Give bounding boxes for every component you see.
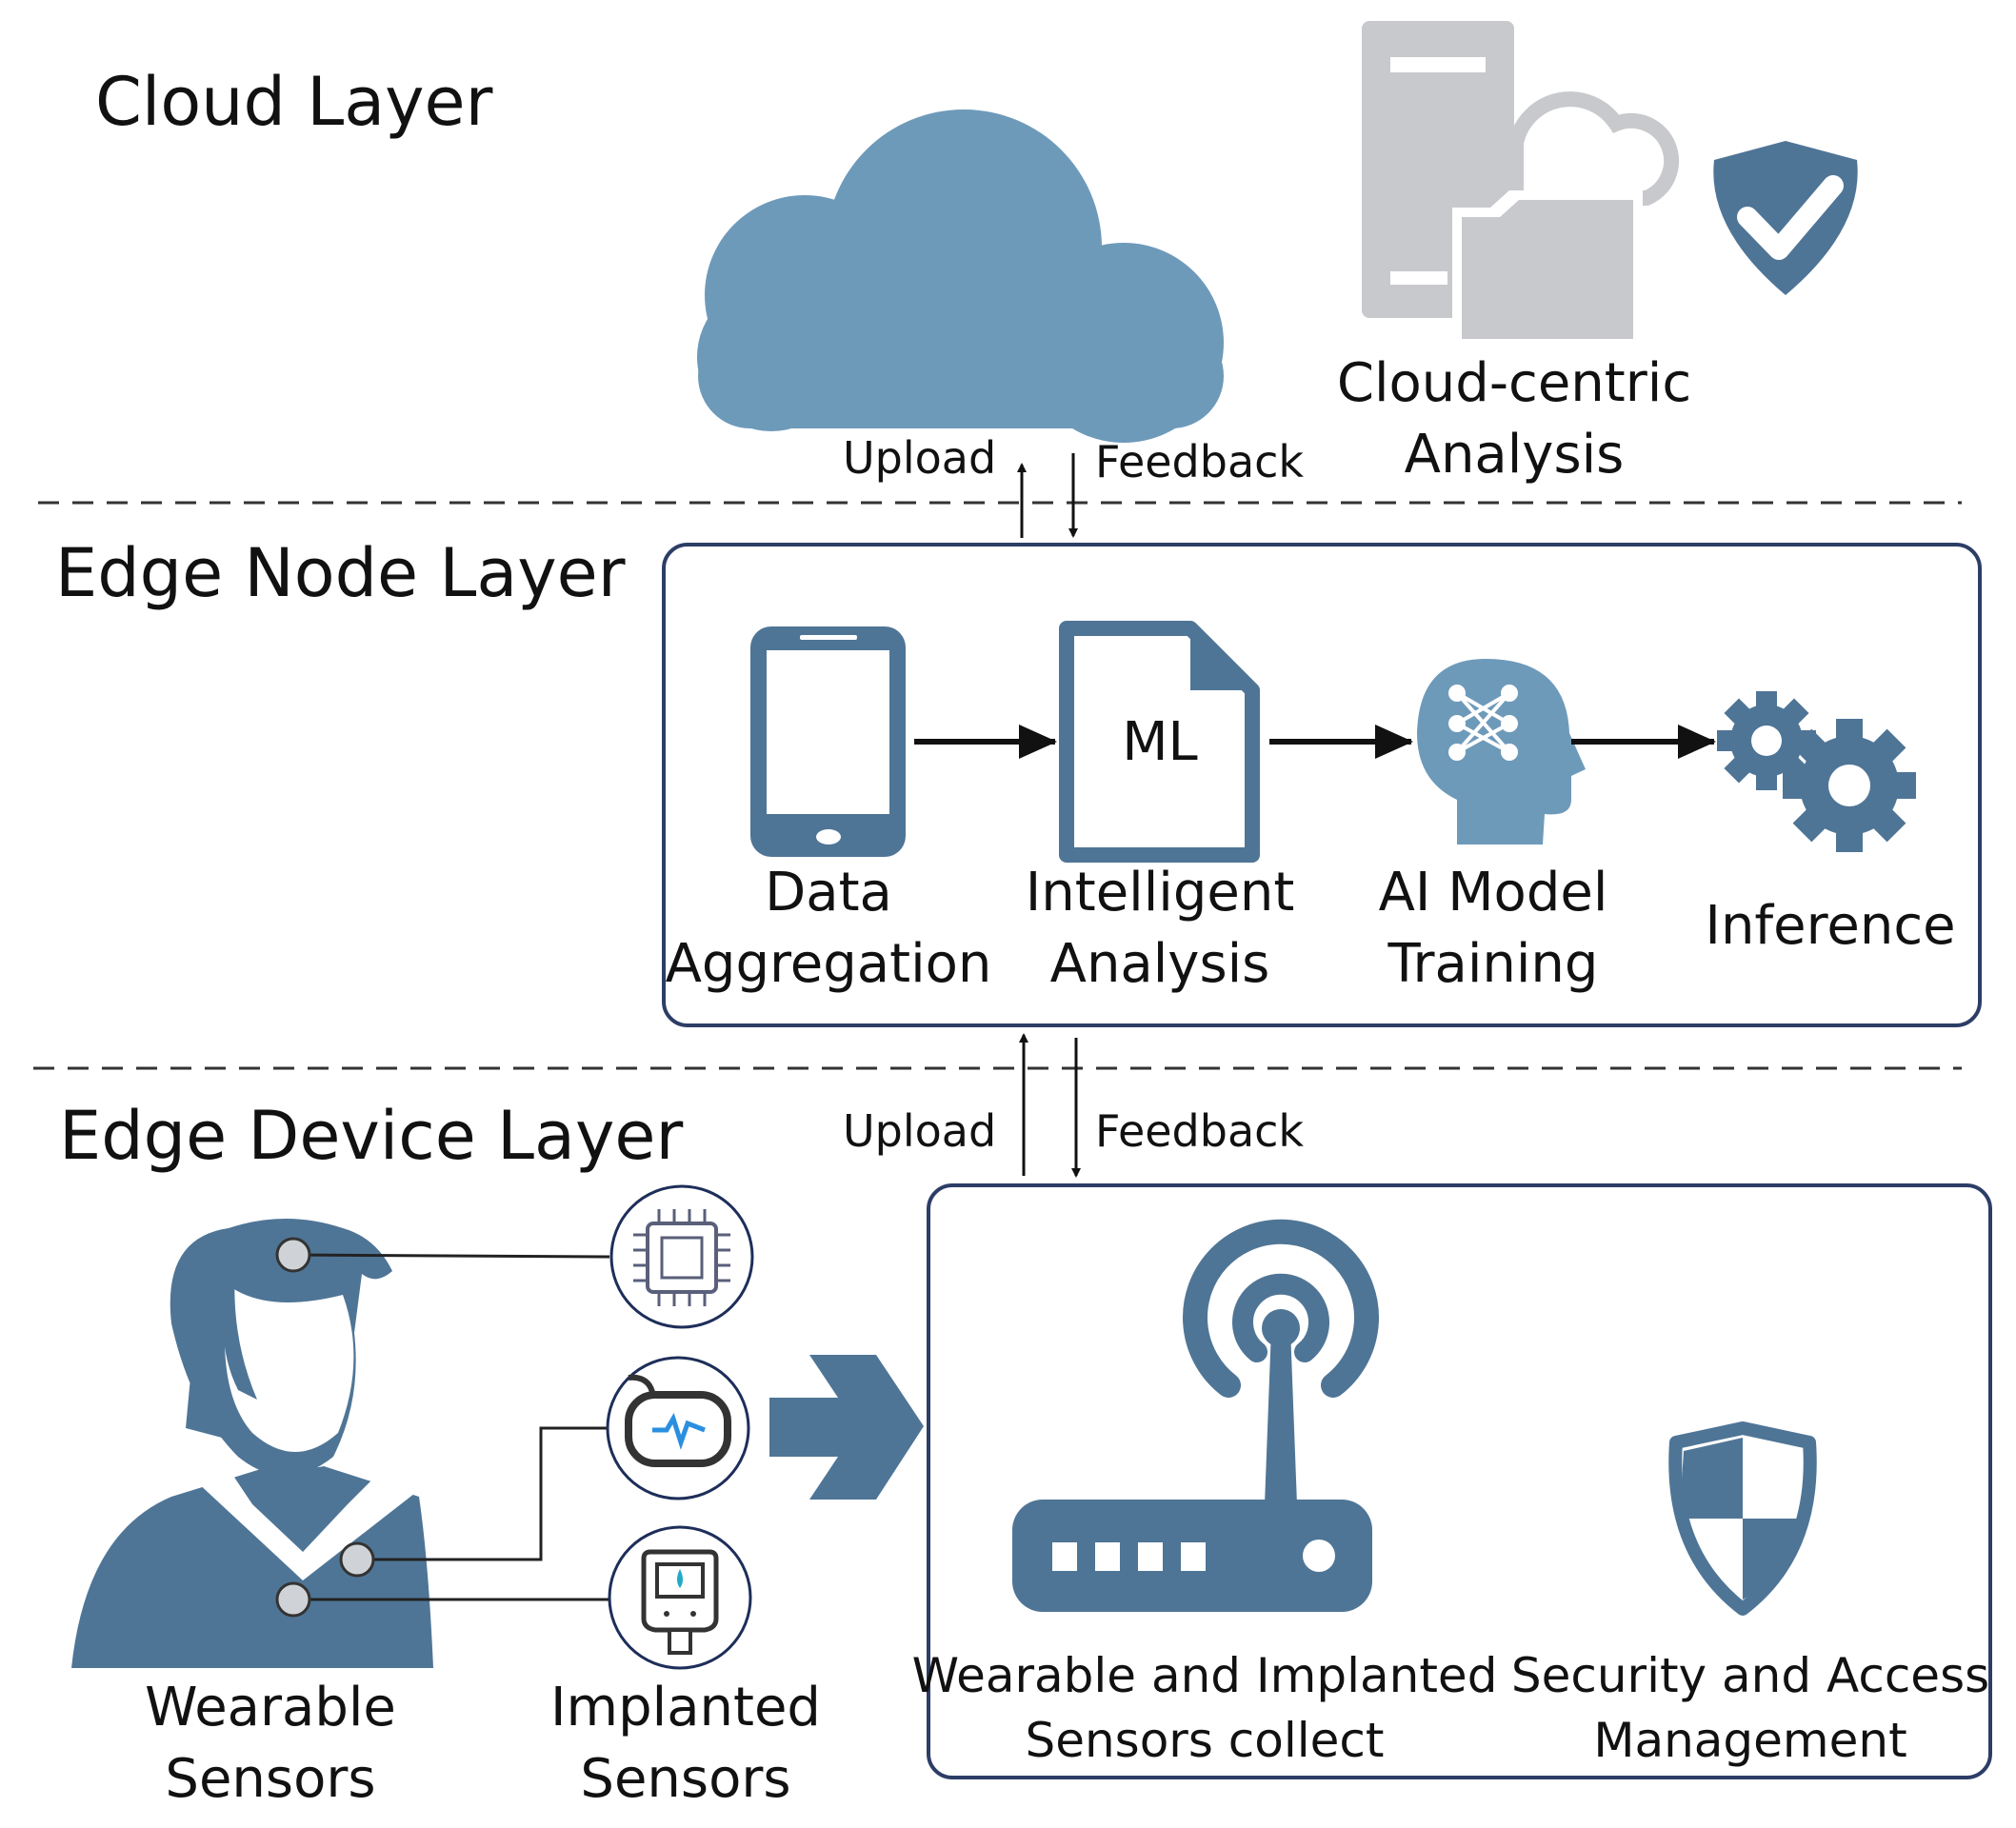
sensor-dot-torso [275, 1581, 311, 1618]
edge-upload-label: Upload [843, 1105, 997, 1157]
security-shield-icon [1668, 1421, 1817, 1616]
step-label-ai-model-training: AI Model Training [1378, 862, 1608, 995]
step-label-data-aggregation: Data Aggregation [665, 862, 992, 995]
heart-monitor-icon [606, 1356, 750, 1500]
glucometer-icon [608, 1525, 752, 1670]
wearable-sensors-label: Wearable Sensors [145, 1677, 396, 1810]
smartphone-icon [750, 626, 906, 857]
ai-head-icon [1417, 659, 1586, 844]
cloud-layer-title: Cloud Layer [95, 63, 493, 141]
cloud-server-icon [1362, 21, 1680, 343]
edge-device-layer-title: Edge Device Layer [59, 1097, 684, 1175]
security-access-label: Security and Access Management [1510, 1648, 1990, 1768]
edge-node-box [662, 543, 1982, 1027]
sensors-collect-label: Wearable and Implanted Sensors collect [911, 1648, 1498, 1768]
cloud-centric-analysis-label: Cloud-centric Analysis [1336, 352, 1692, 486]
ml-document-text: ML [1122, 711, 1198, 773]
edge-feedback-label: Feedback [1095, 1105, 1305, 1157]
big-chevron-arrow [769, 1355, 924, 1500]
sensor-connectors [292, 1253, 611, 1601]
router-icon [1012, 1219, 1379, 1612]
chip-sensor-icon [609, 1184, 754, 1329]
gears-icon [1717, 691, 1916, 852]
edge-node-layer-title: Edge Node Layer [55, 534, 626, 612]
step-label-inference: Inference [1705, 895, 1956, 957]
sensor-dot-chest [339, 1541, 375, 1578]
shield-check-icon [1713, 141, 1858, 295]
cloud-feedback-label: Feedback [1095, 436, 1305, 487]
person-icon [71, 1219, 433, 1668]
cloud-icon [697, 109, 1224, 443]
implanted-sensors-label: Implanted Sensors [550, 1677, 821, 1810]
sensor-dot-head [275, 1237, 311, 1273]
cloud-upload-label: Upload [843, 432, 997, 484]
ml-document-icon [1059, 621, 1260, 863]
step-label-intelligent-analysis: Intelligent Analysis [1025, 862, 1295, 995]
edge-device-box [927, 1183, 1992, 1779]
